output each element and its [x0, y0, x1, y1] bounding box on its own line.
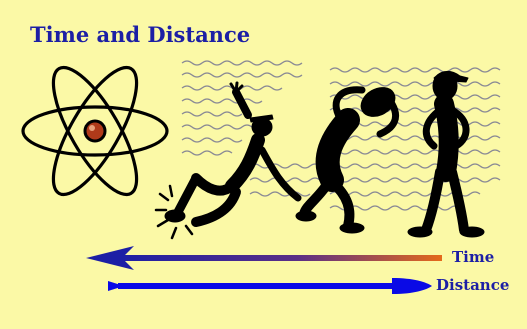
slide-title: Time and Distance	[30, 22, 251, 47]
wavy-lines-background	[181, 60, 501, 211]
time-arrow	[86, 246, 442, 270]
distance-arrow	[108, 278, 432, 294]
scratching-head-figure	[295, 86, 399, 234]
standing-figure	[407, 71, 485, 238]
distance-label: Distance	[436, 276, 510, 294]
atom-icon	[21, 65, 169, 197]
time-label: Time	[452, 248, 495, 266]
falling-figure	[154, 81, 302, 240]
